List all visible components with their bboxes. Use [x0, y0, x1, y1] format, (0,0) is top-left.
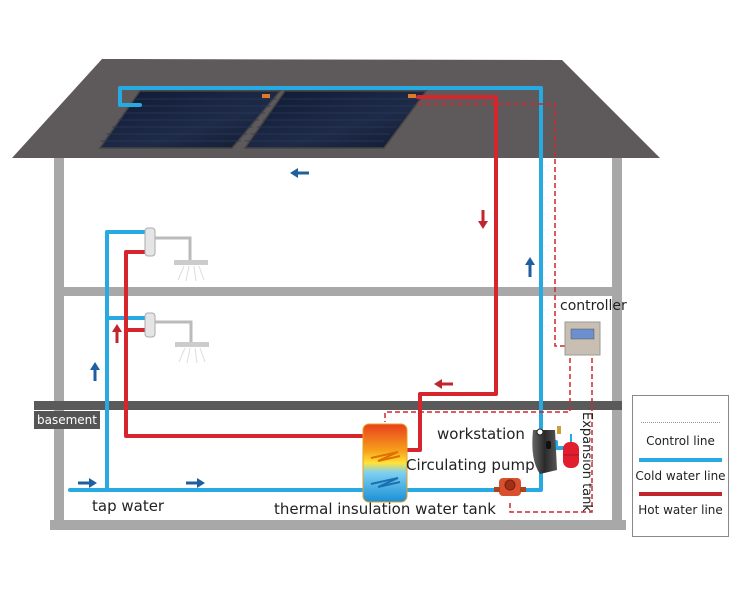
flow-arrows	[78, 168, 535, 488]
expansion-tank	[563, 434, 579, 468]
arrow-up-icon	[525, 257, 535, 277]
hot-water-pipes	[124, 95, 498, 452]
house-structure	[34, 158, 626, 530]
left-wall	[54, 158, 64, 530]
arrow-up-icon	[112, 324, 122, 343]
arrow-left-icon	[434, 379, 453, 389]
circulating-pump-label: Circulating pump	[406, 456, 535, 474]
arrow-down-icon	[478, 210, 488, 229]
control-lines	[384, 103, 593, 513]
expansion-tank-label: Expansion tank	[579, 412, 594, 512]
workstation	[532, 426, 561, 474]
shower-heads	[144, 227, 209, 364]
tap-water-label: tap water	[92, 497, 165, 515]
legend-label-cold: Cold water line	[635, 469, 726, 483]
circulating-pump	[494, 478, 526, 496]
solar-panels	[98, 90, 428, 149]
controller	[564, 321, 601, 356]
upper-floor-slab	[54, 287, 622, 296]
arrow-up-icon	[90, 362, 100, 381]
basement-label: basement	[34, 411, 100, 429]
shower-head	[144, 312, 209, 364]
legend: Control line Cold water line Hot water l…	[632, 395, 729, 537]
arrow-right-icon	[78, 478, 97, 488]
floor-ground	[50, 520, 626, 530]
legend-swatch-control	[641, 422, 720, 423]
legend-label-control: Control line	[646, 434, 715, 448]
arrow-right-icon	[186, 478, 205, 488]
arrow-left-icon	[290, 168, 309, 178]
shower-head	[144, 227, 208, 282]
legend-swatch-cold	[639, 458, 722, 462]
basement-slab	[34, 401, 622, 410]
legend-label-hot: Hot water line	[638, 503, 723, 517]
controller-label: controller	[560, 298, 627, 314]
workstation-label: workstation	[437, 425, 525, 443]
legend-swatch-hot	[639, 492, 722, 496]
right-wall	[612, 158, 622, 530]
water-tank-label: thermal insulation water tank	[274, 500, 496, 518]
water-tank	[362, 423, 408, 503]
